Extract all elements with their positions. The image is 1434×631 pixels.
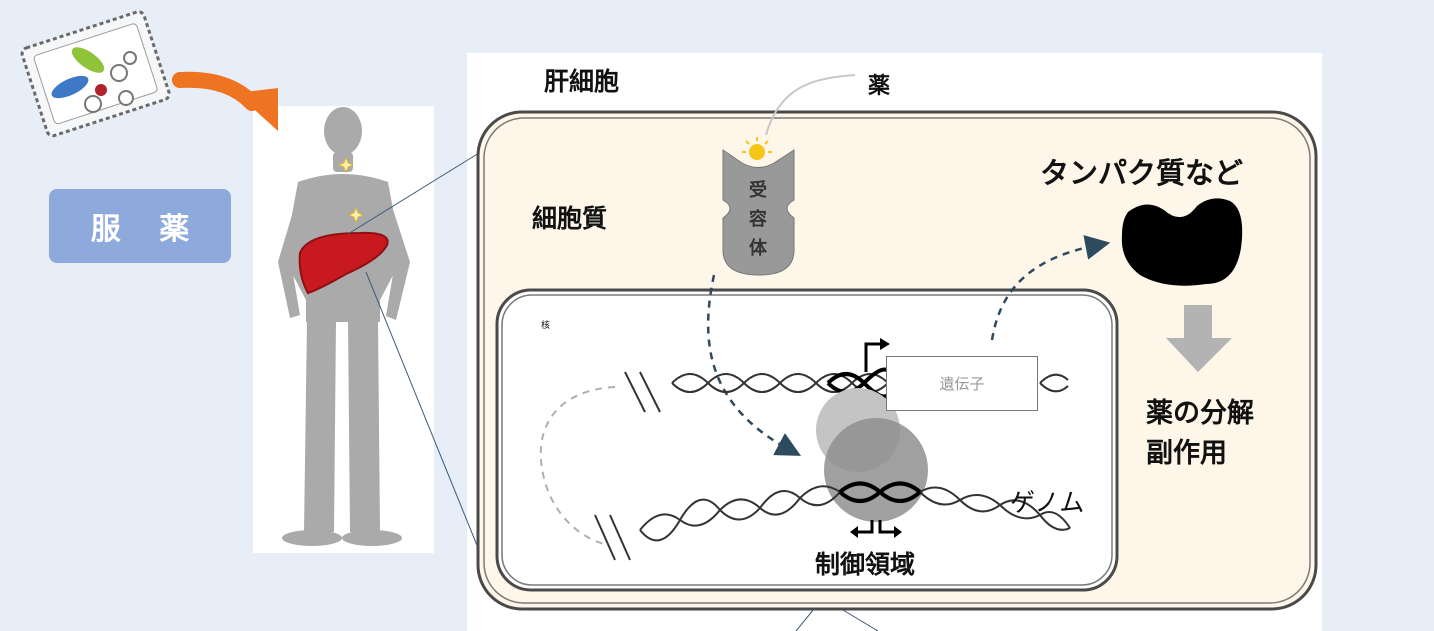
drug-sun-icon: [742, 137, 772, 160]
dna-lower-bold: [838, 481, 922, 503]
receptor-label-char: 体: [749, 238, 767, 259]
human-silhouette-icon: [278, 107, 410, 546]
genome-label: ゲノム: [1010, 488, 1085, 517]
receptor-icon: [722, 149, 795, 276]
side-effect-label: 副作用: [1146, 438, 1227, 469]
receptor-label-char: 受: [749, 180, 767, 201]
cytoplasm-label: 細胞質: [532, 204, 608, 233]
intake-arrow-icon: [172, 71, 278, 131]
nucleus-label: 核: [541, 321, 551, 331]
process-arrow-icon: [1166, 305, 1232, 372]
drug-degradation-label: 薬の分解: [1146, 398, 1254, 429]
gene-label-box: 遺伝子: [886, 356, 1038, 411]
regulatory-arrows: [856, 520, 896, 534]
regulatory-region-label: 制御領域: [815, 550, 916, 579]
loop-arrow: [539, 386, 616, 546]
drug-label: 薬: [868, 74, 891, 99]
medicine-packet-icon: [20, 10, 171, 138]
intake-label: 服 薬: [49, 189, 231, 263]
liver-icon: [298, 231, 389, 295]
transcription-complex: [816, 388, 928, 522]
receptor-label: 受 容 体: [746, 176, 770, 263]
dna-lower-strand: [594, 485, 1071, 561]
transcription-start-arrow: [864, 342, 882, 372]
protein-icon: [1121, 198, 1243, 286]
protein-label: タンパク質など: [1040, 156, 1244, 190]
dna-upper-bold: [826, 367, 890, 399]
signal-arrows: [706, 235, 1111, 456]
dna-upper-strand: [624, 371, 1069, 413]
sparkle-icon: [337, 156, 365, 224]
receptor-label-char: 容: [749, 209, 767, 230]
hepatocyte-label: 肝細胞: [544, 67, 620, 96]
nucleus-membrane: [495, 288, 1119, 592]
